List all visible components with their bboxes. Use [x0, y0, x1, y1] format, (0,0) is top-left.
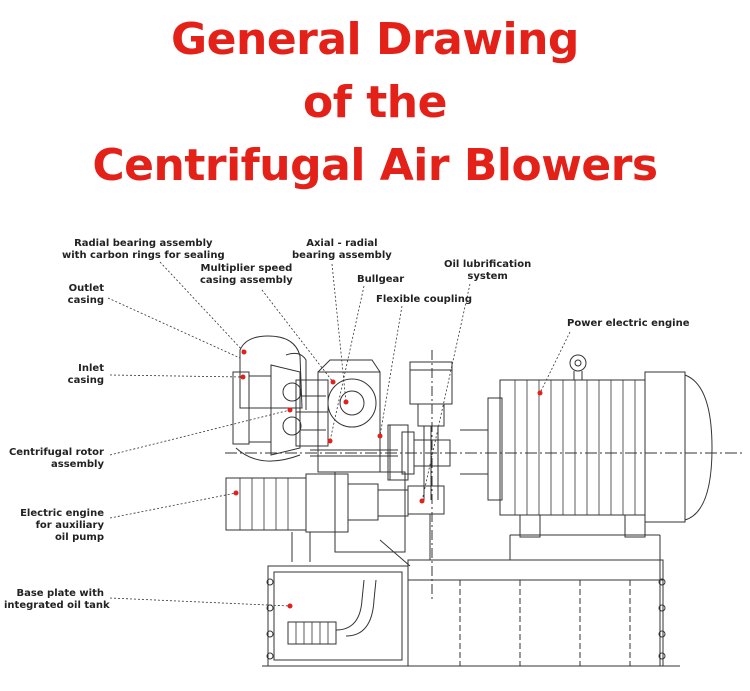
leader-lines [107, 261, 571, 607]
label-bullgear: Bullgear [357, 274, 405, 285]
label-outlet-casing: Outlet casing [67, 283, 104, 306]
oil-lubrification-tower [407, 361, 453, 515]
label-centrifugal-rotor: Centrifugal rotor assembly [8, 447, 104, 470]
marker-oil-system [419, 498, 425, 504]
callout-markers [233, 349, 543, 609]
marker-axial-radial [343, 399, 349, 405]
label-multiplier: Multiplier speed casing assembly [200, 263, 293, 286]
label-inlet-casing: Inlet casing [67, 363, 104, 386]
base-plate-oil-tank [262, 514, 680, 667]
marker-power-engine [537, 390, 543, 396]
title-line-2: of the [303, 77, 447, 128]
label-oil-system: Oil lubrification system [444, 259, 532, 282]
title-line-1: General Drawing [171, 14, 579, 65]
marker-coupling [377, 433, 383, 439]
label-power-engine: Power electric engine [567, 318, 690, 329]
title-line-3: Centrifugal Air Blowers [92, 140, 658, 191]
multiplier-gearbox [310, 359, 406, 553]
page-title: General Drawing of the Centrifugal Air B… [0, 8, 750, 197]
marker-inlet-casing [240, 374, 246, 380]
label-aux-engine: Electric engine for auxiliary oil pump [20, 508, 104, 543]
marker-aux-engine [233, 490, 239, 496]
marker-radial-bearing [241, 349, 247, 355]
power-electric-engine [460, 354, 713, 538]
flexible-coupling-drawing [387, 424, 451, 481]
auxiliary-oil-pump-motor [225, 473, 409, 562]
marker-centrifugal-rotor [287, 407, 293, 413]
marker-multiplier [330, 379, 336, 385]
marker-bullgear [327, 438, 333, 444]
label-base-plate: Base plate with integrated oil tank [4, 588, 110, 611]
compressor-casing [232, 335, 329, 462]
label-coupling: Flexible coupling [376, 294, 472, 305]
label-axial-radial: Axial - radial bearing assembly [292, 238, 392, 261]
marker-base-plate [287, 603, 293, 609]
label-radial-bearing: Radial bearing assembly with carbon ring… [62, 238, 225, 261]
